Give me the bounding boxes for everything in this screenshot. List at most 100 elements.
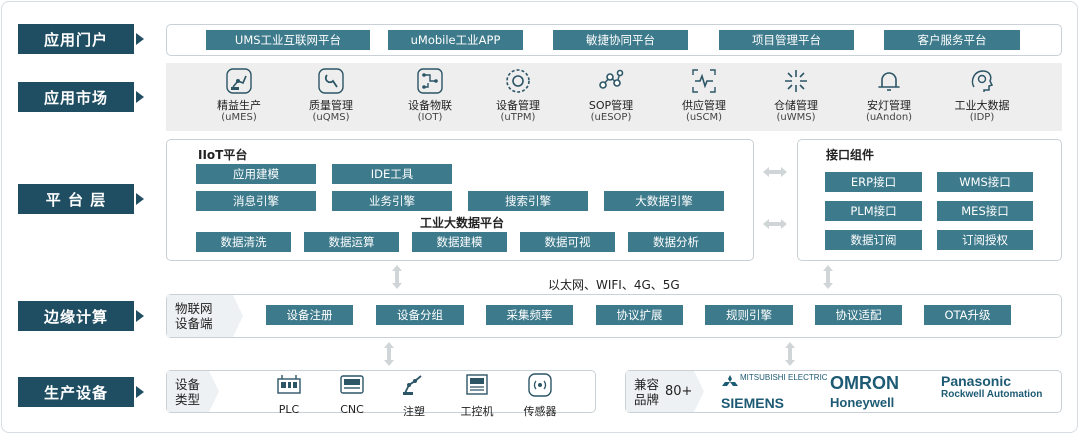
device-injection: 注塑 <box>388 373 440 419</box>
market-item-name: SOP管理 <box>588 99 634 112</box>
pulse-icon <box>689 66 719 96</box>
circuit-icon <box>415 66 445 96</box>
platform-chip: 数据建模 <box>412 232 507 252</box>
bigdata-title: 工业大数据平台 <box>420 216 505 230</box>
double-arrow-icon <box>384 342 394 366</box>
market-box <box>166 63 1062 131</box>
devices-box <box>166 370 596 413</box>
tag-chevron <box>209 371 219 412</box>
platform-chip: 大数据引擎 <box>604 191 724 211</box>
portal-chip-umobile: uMobile工业APP <box>388 30 523 50</box>
interface-chip: 数据订阅 <box>825 230 922 250</box>
market-item-iot: 设备物联 (IOT) <box>385 66 475 124</box>
market-item-umes: 精益生产 (uMES) <box>194 66 284 124</box>
layer-arrow <box>136 386 144 398</box>
compat-tag: 兼容 品牌 80+ <box>626 371 694 412</box>
interface-title: 接口组件 <box>826 148 875 162</box>
device-name: 工控机 <box>460 405 494 418</box>
platform-chip: 应用建模 <box>196 164 316 184</box>
sensor-icon <box>528 373 552 397</box>
market-item-uandon: 安灯管理 (uAndon) <box>844 66 934 124</box>
layer-market-label: 应用市场 <box>18 82 134 112</box>
edge-chip: 规则引擎 <box>705 305 793 325</box>
platform-chip: 搜索引擎 <box>468 191 588 211</box>
platform-chip: IDE工具 <box>332 164 452 184</box>
market-item-code: (uMES) <box>221 112 257 123</box>
wrench-icon <box>316 66 346 96</box>
market-item-code: (uWMS) <box>776 112 816 123</box>
platform-chip: 数据运算 <box>304 232 399 252</box>
edge-chip: 设备分组 <box>376 305 464 325</box>
double-arrow-icon <box>392 265 402 289</box>
market-item-name: 仓储管理 <box>774 99 818 112</box>
compat-tag-label: 兼容 品牌 <box>634 376 660 407</box>
platform-chip: 数据清洗 <box>196 232 291 252</box>
network-label: 以太网、WIFI、4G、5G <box>548 278 680 292</box>
layer-arrow <box>136 33 144 45</box>
device-name: 注塑 <box>403 405 425 418</box>
mitsubishi-logo <box>722 375 738 386</box>
brand-mitsubishi: MITSUBISHI ELECTRIC <box>740 373 828 382</box>
market-item-code: (uTPM) <box>500 112 536 123</box>
layer-arrow <box>136 310 144 322</box>
market-item-uesop: SOP管理 (uESOP) <box>566 66 656 124</box>
network-icon <box>596 66 626 96</box>
devices-tag: 设备 类型 <box>167 371 209 412</box>
device-sensor: 传感器 <box>514 373 566 419</box>
layer-arrow <box>136 193 144 205</box>
device-plc: PLC <box>263 373 315 416</box>
layer-devices-label: 生产设备 <box>18 377 134 407</box>
iiot-title: IIoT平台 <box>198 148 248 162</box>
interface-chip: 订阅授权 <box>937 230 1033 250</box>
edge-chip: OTA升级 <box>924 305 1011 325</box>
market-item-name: 安灯管理 <box>867 99 911 112</box>
market-item-uscm: 供应管理 (uSCM) <box>659 66 749 124</box>
portal-chip-service: 客户服务平台 <box>884 30 1020 50</box>
tag-chevron <box>233 295 243 337</box>
market-item-idp: 工业大数据 (IDP) <box>937 66 1027 124</box>
interface-chip: MES接口 <box>937 201 1033 221</box>
brain-icon <box>967 66 997 96</box>
device-name: PLC <box>278 403 300 416</box>
market-item-code: (uAndon) <box>865 112 913 123</box>
portal-chip-project: 项目管理平台 <box>719 30 854 50</box>
device-ipc: 工控机 <box>451 373 503 419</box>
layer-portal-label: 应用门户 <box>18 24 134 54</box>
market-item-name: 精益生产 <box>217 99 261 112</box>
layer-edge-label: 边缘计算 <box>18 301 134 331</box>
market-item-name: 设备管理 <box>496 99 540 112</box>
market-item-code: (uESOP) <box>590 112 632 123</box>
injection-icon <box>403 375 422 395</box>
layer-arrow <box>136 91 144 103</box>
portal-chip-agile: 敏捷协同平台 <box>553 30 688 50</box>
double-arrow-icon <box>823 265 833 289</box>
layer-platform-label: 平 台 层 <box>18 184 134 214</box>
platform-chip: 消息引擎 <box>196 191 316 211</box>
tag-chevron <box>694 371 704 412</box>
bell-icon <box>874 66 904 96</box>
cnc-icon <box>340 375 364 394</box>
interface-chip: ERP接口 <box>825 172 922 192</box>
edge-chip: 协议适配 <box>815 305 902 325</box>
market-item-uwms: 仓储管理 (uWMS) <box>751 66 841 124</box>
brand-omron: OMRON <box>830 373 899 393</box>
interface-chip: PLM接口 <box>825 201 922 221</box>
market-item-uqms: 质量管理 (uQMS) <box>286 66 376 124</box>
platform-chip: 数据可视 <box>520 232 615 252</box>
market-item-name: 工业大数据 <box>954 99 1010 112</box>
market-item-name: 供应管理 <box>682 99 726 112</box>
device-name: 传感器 <box>523 405 557 418</box>
market-item-code: (IDP) <box>969 112 995 123</box>
warehouse-icon <box>781 66 811 96</box>
market-item-code: (uSCM) <box>685 112 723 123</box>
double-arrow-icon <box>785 342 795 366</box>
brand-honeywell: Honeywell <box>830 395 895 410</box>
device-name: CNC <box>340 403 364 416</box>
double-arrow-icon <box>763 167 787 177</box>
portal-chip-ums: UMS工业互联网平台 <box>206 30 370 50</box>
robot-arm-icon <box>224 66 254 96</box>
platform-chip: 数据分析 <box>628 232 724 252</box>
brand-rockwell: Rockwell Automation <box>941 389 1043 400</box>
market-item-name: 设备物联 <box>408 99 452 112</box>
brand-siemens: SIEMENS <box>721 395 785 411</box>
